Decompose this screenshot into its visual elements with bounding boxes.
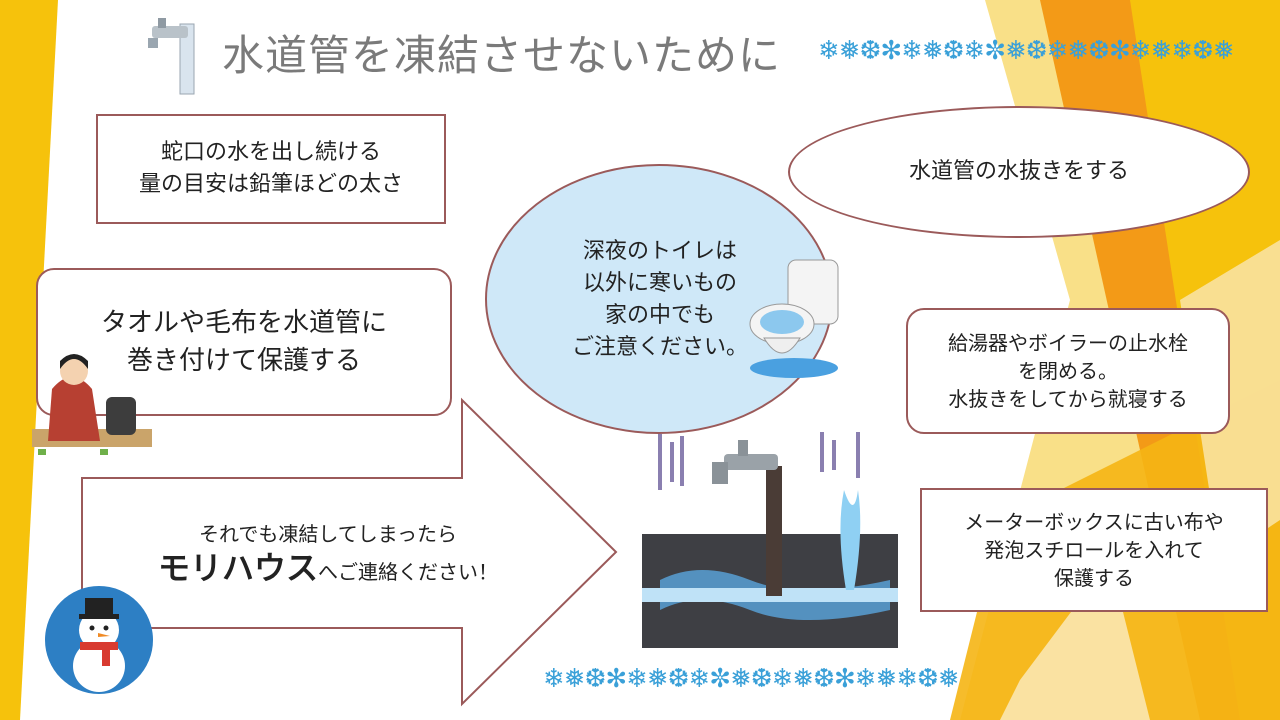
tip-boiler-line1: 給湯器やボイラーの止水栓 xyxy=(948,331,1188,355)
contact-suffix: へご連絡ください！ xyxy=(318,560,498,584)
tip-boiler-line2: を閉める。 xyxy=(1018,359,1118,383)
frozen-toilet-illustration xyxy=(749,259,839,378)
tip-meter-line1: メーターボックスに古い布や xyxy=(964,510,1224,534)
tip-boiler-box: 給湯器やボイラーの止水栓 を閉める。 水抜きをしてから就寝する xyxy=(906,308,1230,434)
snowflake-decoration-bottom: ❄❅❆✻❄❅❆❄✼❅❆❄❅❆✻❄❅❄❆❅ xyxy=(543,664,960,694)
tip-drain-text: 水道管の水抜きをする xyxy=(908,159,1129,184)
tip-meter-line3: 保護する xyxy=(1054,566,1134,590)
tip-night-line3: 家の中でも xyxy=(604,303,715,328)
tip-meter-box: メーターボックスに古い布や 発泡スチロールを入れて 保護する xyxy=(920,488,1268,612)
contact-line1: それでも凍結してしまったら xyxy=(199,522,457,546)
tip-faucet-line1: 蛇口の水を出し続ける xyxy=(160,140,381,165)
tip-faucet-box: 蛇口の水を出し続ける 量の目安は鉛筆ほどの太さ xyxy=(96,114,446,224)
tip-boiler-line3: 水抜きをしてから就寝する xyxy=(948,387,1188,411)
tip-meter-line2: 発泡スチロールを入れて xyxy=(984,538,1204,562)
tip-wrap-line2: 巻き付けて保護する xyxy=(126,346,361,376)
tip-night-text: 深夜のトイレは 以外に寒いもの 家の中でも ご注意ください。 xyxy=(545,236,775,364)
faucet-pipe-icon xyxy=(148,18,195,95)
tip-night-line2: 以外に寒いもの xyxy=(582,271,737,296)
tip-faucet-line2: 量の目安は鉛筆ほどの太さ xyxy=(138,172,403,197)
tip-night-line1: 深夜のトイレは xyxy=(582,239,737,264)
tip-drain-ellipse: 水道管の水抜きをする xyxy=(788,106,1250,238)
contact-message: それでも凍結してしまったら モリハウスへご連絡ください！ xyxy=(118,520,538,594)
snowflake-decoration-top: ❄❅❆✻❄❅❆❄✼❅❆❄❅❆✻❄❅❄❆❅ xyxy=(818,36,1235,66)
page-title: 水道管を凍結させないために xyxy=(222,31,782,80)
tip-wrap-line1: タオルや毛布を水道管に xyxy=(100,308,387,338)
company-name: モリハウス xyxy=(157,549,318,587)
burst-pipe-illustration xyxy=(642,432,898,648)
tip-wrap-box: タオルや毛布を水道管に 巻き付けて保護する xyxy=(36,268,452,416)
tip-night-line4: ご注意ください。 xyxy=(571,335,748,360)
snowman-illustration xyxy=(45,586,153,694)
person-in-blanket-illustration xyxy=(32,354,152,455)
